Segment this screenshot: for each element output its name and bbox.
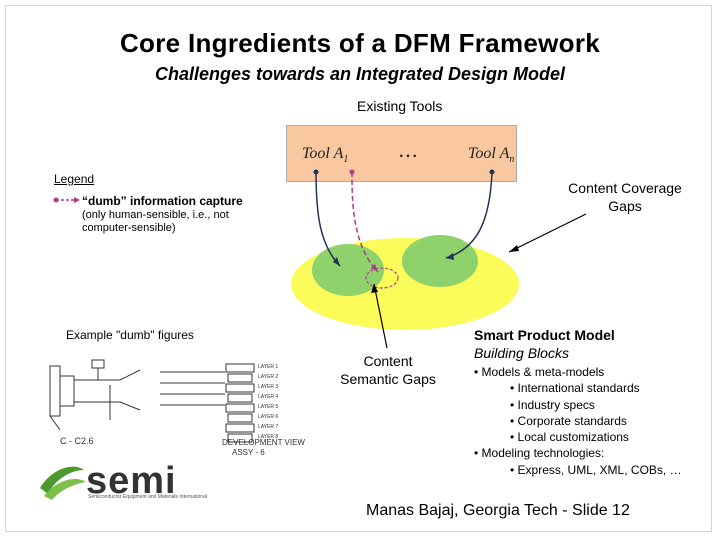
slide-subtitle: Challenges towards an Integrated Design …: [154, 64, 566, 84]
tool-an-label: Tool An: [468, 145, 515, 166]
legend-heading: Legend: [54, 172, 95, 186]
list-item: • Corporate standards: [510, 413, 627, 428]
example-formula: C - C2.6: [60, 436, 94, 446]
layer-label: LAYER 1: [258, 364, 279, 370]
tool-a1-arrowhead: [333, 257, 340, 266]
layer-label: LAYER 6: [258, 414, 279, 420]
existing-tools-heading: Existing Tools: [357, 98, 443, 114]
layer-label: LAYER 7: [258, 424, 279, 430]
semantic-arrowhead: [371, 284, 378, 293]
model-bullet-list: • Models & meta-models • International s…: [474, 364, 682, 478]
layer-label: LAYER 4: [258, 394, 279, 400]
coverage-arrow: [508, 213, 587, 253]
example-caption-2: ASSY - 6: [232, 448, 265, 457]
legend-dumb-label: “dumb” information capture: [82, 194, 243, 208]
example-dumb-figure: [49, 359, 225, 431]
list-item: • Models & meta-models: [474, 365, 605, 379]
dumb-arrowhead: [371, 264, 378, 272]
semi-logo-tagline: Semiconductor Equipment and Materials In…: [88, 494, 207, 500]
tool-an-arrow: [445, 171, 493, 259]
dumb-arrow: [351, 171, 379, 273]
content-ellipse-left: [312, 244, 384, 296]
semantic-gap-ellipse: [365, 267, 399, 289]
tool-a1-arrow: [315, 171, 341, 267]
list-item: • International standards: [510, 381, 640, 396]
semantic-arrow: [373, 283, 388, 349]
tool-a1-label: Tool A1: [302, 145, 349, 166]
tool-an-arrowhead: [446, 253, 454, 260]
slide-frame: [5, 5, 712, 532]
list-item: • Modeling technologies:: [474, 446, 605, 461]
legend-arrowhead: [74, 197, 80, 203]
legend-dumb-description: (only human-sensible, i.e., not computer…: [82, 209, 229, 234]
semantic-gaps-label: Content Semantic Gaps: [340, 353, 436, 387]
example-caption-1: DEVELOPMENT VIEW: [222, 438, 305, 447]
list-item: • Express, UML, XML, COBs, …: [510, 462, 682, 477]
tools-box: [286, 125, 517, 182]
list-item: • Industry specs: [510, 397, 595, 412]
list-item: • Local customizations: [510, 430, 629, 445]
content-ellipse-right: [402, 235, 478, 287]
model-subtitle: Building Blocks: [474, 345, 569, 361]
slide-credit: Manas Bajaj, Georgia Tech - Slide 12: [366, 502, 630, 519]
layer-label: LAYER 5: [258, 404, 279, 410]
model-title: Smart Product Model: [474, 327, 615, 343]
layer-label: LAYER 3: [258, 384, 279, 390]
example-figures-label: Example "dumb" figures: [66, 328, 194, 342]
semi-logo-word: semi: [86, 460, 177, 502]
tools-ellipsis: …: [398, 140, 418, 162]
example-layer-stack: [225, 363, 255, 443]
coverage-gaps-label: Content Coverage Gaps: [568, 180, 682, 214]
example-layer-labels: LAYER 1 LAYER 2 LAYER 3 LAYER 4 LAYER 5 …: [258, 362, 278, 442]
slide-title: Core Ingredients of a DFM Framework: [119, 28, 601, 58]
coverage-arrowhead: [509, 245, 519, 252]
layer-label: LAYER 8: [258, 434, 279, 440]
layer-label: LAYER 2: [258, 374, 279, 380]
